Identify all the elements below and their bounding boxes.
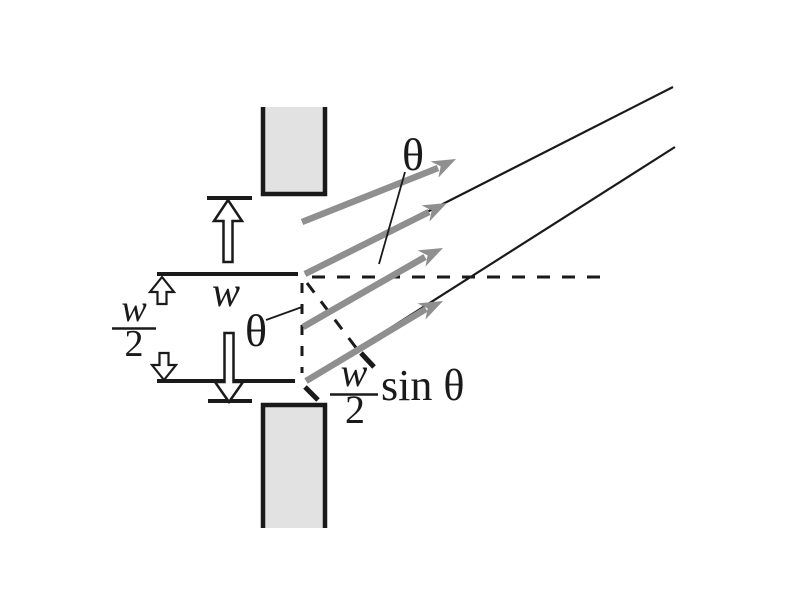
diffracted-ray-2 xyxy=(303,209,431,277)
half-width-arrow-up xyxy=(147,275,177,306)
diffracted-ray-2-arrowhead xyxy=(421,203,447,222)
path-difference-suffix: sin θ xyxy=(381,361,464,410)
lower-vertex-tick xyxy=(303,385,320,402)
angle-lower-label: θ xyxy=(245,305,267,356)
perpendicular-dashed-line xyxy=(305,282,359,350)
diffracted-ray-4-arrowhead xyxy=(417,301,443,320)
diffracted-ray-1-arrowhead xyxy=(430,159,456,178)
half-width-denominator: 2 xyxy=(125,323,144,365)
angle-upper-pointer-line xyxy=(378,171,406,265)
half-width-arrow-down xyxy=(149,351,179,382)
top-barrier xyxy=(260,107,328,197)
path-difference-tick xyxy=(359,351,376,369)
diffracted-ray-4 xyxy=(304,306,428,384)
path-difference-numerator: w xyxy=(341,350,368,395)
width-arrow-up xyxy=(211,197,245,264)
half-width-numerator: w xyxy=(121,288,147,330)
path-difference-denominator: 2 xyxy=(345,387,365,432)
angle-upper-label: θ xyxy=(402,129,424,180)
bottom-barrier xyxy=(260,402,328,528)
diffracted-ray-3-arrowhead xyxy=(417,248,443,267)
slit-width-label: w xyxy=(212,270,240,316)
angle-lower-pointer-line xyxy=(265,306,303,321)
diffracted-ray-3 xyxy=(301,254,427,330)
width-arrow-down xyxy=(212,331,246,405)
diffracted-ray-1 xyxy=(300,164,440,226)
